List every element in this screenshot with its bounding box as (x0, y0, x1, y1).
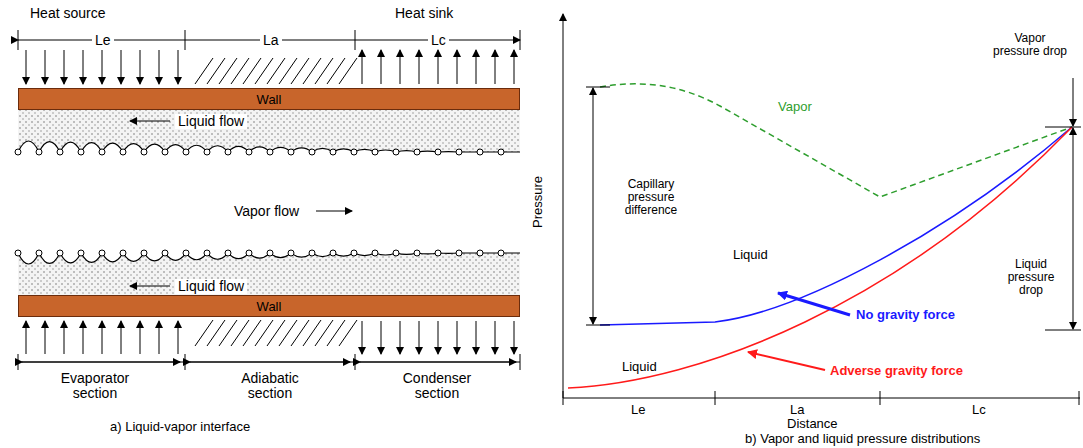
axis-label: Distance (787, 417, 838, 431)
wall-label: Wall (257, 92, 282, 107)
curve-label: Liquid (733, 248, 768, 262)
wall-label: Wall (257, 299, 282, 314)
pipe-wall: Wall (18, 88, 520, 110)
flow-label: Vapor flow (234, 204, 299, 219)
annotation: Capillary pressure difference (603, 178, 699, 217)
axis-tick-label: Le (631, 403, 645, 417)
curve-pointer-label: No gravity force (856, 308, 955, 322)
heat-label: Heat source (30, 6, 105, 21)
panel-caption: b) Vapor and liquid pressure distributio… (745, 432, 980, 446)
section-label: Condenser section (387, 371, 487, 401)
annotation: Liquid pressure drop (995, 258, 1067, 297)
pipe-wall: Wall (18, 295, 520, 317)
section-label: Evaporator section (45, 371, 145, 401)
axis-tick-label: Lc (972, 403, 986, 417)
curve-label: Liquid (622, 360, 657, 374)
panel-caption: a) Liquid-vapor interface (110, 420, 250, 434)
curve-label: Vapor (778, 100, 812, 114)
flow-label: Liquid flow (175, 279, 247, 294)
axis-tick-label: La (790, 403, 804, 417)
curve-pointer-label: Adverse gravity force (830, 364, 963, 378)
axis-label: Pressure (531, 176, 545, 228)
dimension-label: Lc (428, 33, 449, 48)
dimension-label: La (260, 33, 282, 48)
heat-label: Heat sink (395, 6, 453, 21)
dimension-label: Le (92, 33, 114, 48)
annotation: Vapor pressure drop (992, 32, 1068, 58)
section-label: Adiabatic section (220, 371, 320, 401)
flow-label: Liquid flow (175, 114, 247, 129)
